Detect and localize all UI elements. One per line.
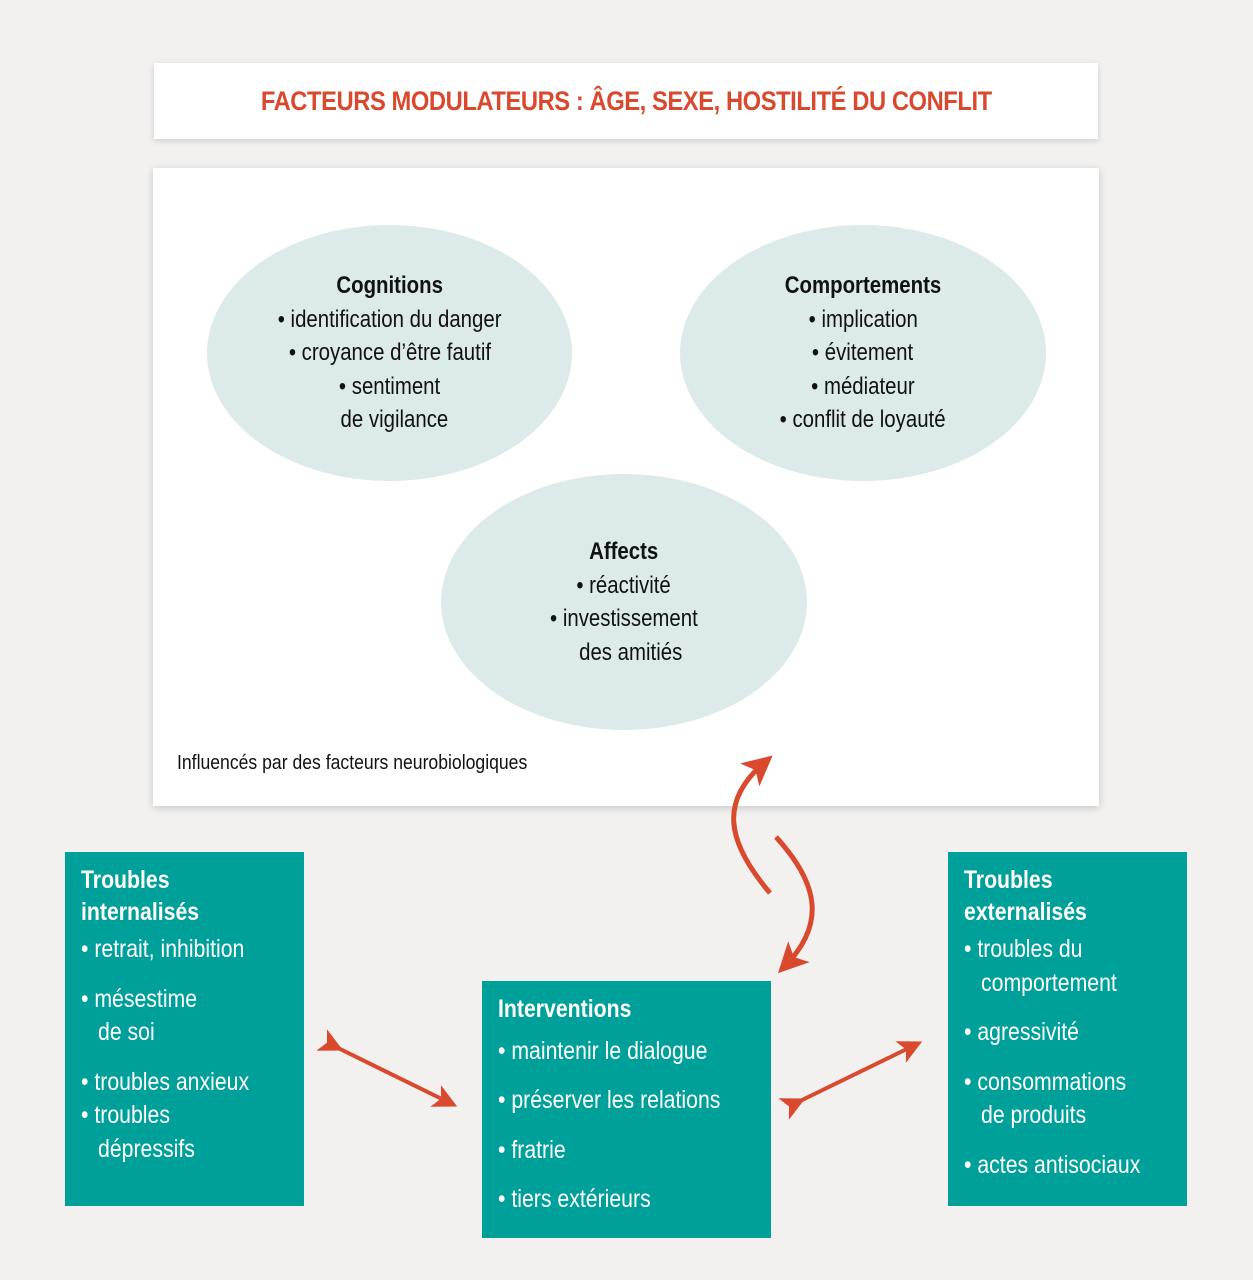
interventions-box: Interventions • maintenir le dialogue • …	[482, 981, 771, 1238]
factors-panel: Cognitions • identification du danger • …	[153, 168, 1099, 806]
modulating-factors-header: FACTEURS MODULATEURS : ÂGE, SEXE, HOSTIL…	[154, 63, 1098, 139]
curved-arrow-up	[731, 755, 773, 895]
list-item: • agressivité	[964, 1018, 1079, 1046]
list-item: • troubles anxieux	[81, 1067, 250, 1096]
comportements-title: Comportements	[784, 272, 942, 300]
double-arrow-right	[778, 1041, 923, 1120]
list-item: des amitiés	[579, 638, 683, 666]
externalized-disorders-box: Troubles externalisés • troubles du comp…	[948, 852, 1187, 1206]
list-item: • investissement	[550, 605, 698, 632]
list-item: • réactivité	[576, 571, 672, 599]
list-item: comportement	[981, 968, 1117, 997]
list-item: • médiateur	[811, 372, 915, 400]
box-title: internalisés	[81, 897, 200, 926]
list-item: • fratrie	[498, 1135, 566, 1164]
box-title: Troubles	[81, 866, 170, 894]
list-item: • tiers extérieurs	[498, 1185, 651, 1213]
list-item: dépressifs	[98, 1134, 195, 1163]
comportements-ellipse: Comportements • implication • évitement …	[680, 225, 1046, 481]
list-item: • sentiment	[338, 372, 441, 400]
list-item: • préserver les relations	[498, 1086, 721, 1114]
list-item: • consommations	[964, 1067, 1127, 1096]
neurobiological-note: Influencés par des facteurs neurobiologi…	[177, 752, 528, 774]
cognitions-title: Cognitions	[336, 272, 443, 300]
curved-arrow-down	[774, 835, 815, 974]
cognitions-ellipse: Cognitions • identification du danger • …	[207, 225, 572, 481]
list-item: • implication	[808, 305, 918, 333]
box-title: Troubles	[964, 866, 1053, 894]
list-item: de produits	[981, 1101, 1087, 1129]
affects-title: Affects	[589, 538, 659, 565]
list-item: • troubles du	[964, 935, 1083, 963]
list-item: de soi	[98, 1018, 155, 1046]
list-item: • mésestime	[81, 984, 198, 1013]
list-item: • troubles	[81, 1101, 170, 1129]
internalized-disorders-box: Troubles internalisés • retrait, inhibit…	[65, 852, 304, 1206]
list-item: de vigilance	[340, 406, 449, 434]
list-item: • retrait, inhibition	[81, 935, 245, 963]
list-item: • identification du danger	[277, 305, 502, 333]
list-item: • croyance d’être fautif	[288, 339, 491, 367]
list-item: • maintenir le dialogue	[498, 1036, 708, 1065]
box-title: externalisés	[964, 897, 1087, 926]
list-item: • actes antisociaux	[964, 1150, 1141, 1179]
affects-ellipse: Affects • réactivité • investissement de…	[441, 474, 807, 730]
box-title: Interventions	[498, 995, 632, 1023]
double-arrow-left	[316, 1029, 458, 1107]
list-item: • conflit de loyauté	[780, 406, 946, 434]
list-item: • évitement	[812, 339, 914, 367]
header-title: FACTEURS MODULATEURS : ÂGE, SEXE, HOSTIL…	[260, 85, 992, 116]
